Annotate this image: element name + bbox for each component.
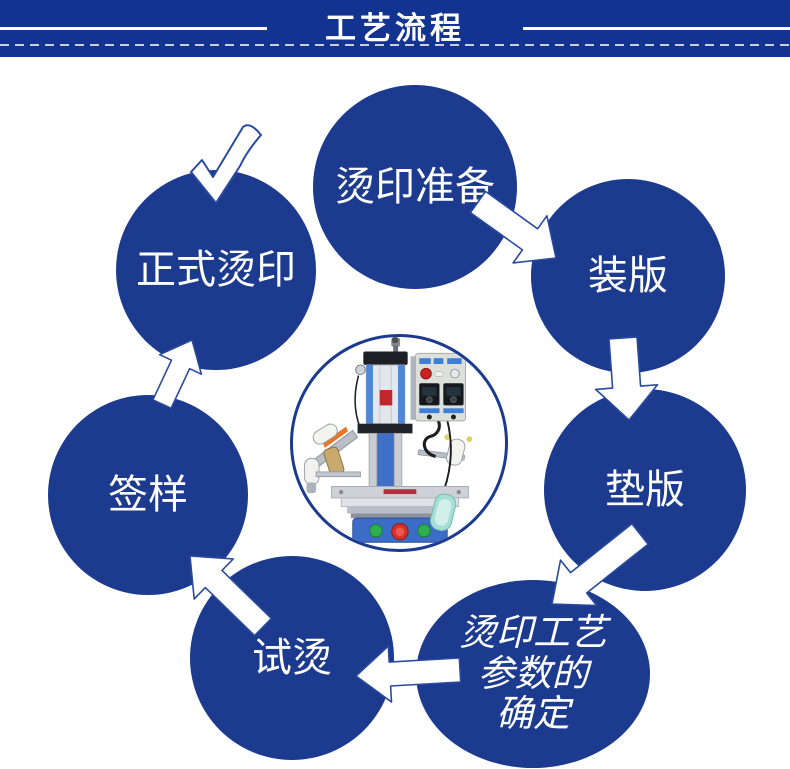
machine-work-table	[331, 485, 469, 519]
machine-green-button-left	[369, 523, 383, 538]
header-left-line	[0, 27, 267, 30]
step-circle-pad-plate: 垫版	[544, 389, 746, 591]
machine-green-button-right	[417, 523, 431, 538]
step-circle-parameters: 烫印工艺 参数的 确定	[416, 580, 650, 768]
machine-columns	[368, 432, 403, 489]
step-label-parameters-line1: 烫印工艺	[459, 610, 607, 654]
step-label-mount-plate: 装版	[588, 253, 668, 299]
step-label-pad-plate: 垫版	[605, 467, 685, 513]
step-label-prepare: 烫印准备	[335, 164, 495, 210]
step-label-parameters-line3: 确定	[496, 692, 570, 736]
machine-cylinder	[355, 337, 413, 434]
machine-photo	[304, 337, 473, 543]
step-label-sign-sample: 签样	[108, 472, 188, 518]
step-label-official-stamp: 正式烫印	[136, 247, 296, 293]
machine-foil-arm-left	[304, 423, 361, 494]
header-right-line	[523, 27, 790, 30]
step-label-trial-stamp: 试烫	[252, 635, 332, 681]
header-banner: 工艺流程	[0, 0, 790, 57]
header-dashed-divider	[0, 44, 790, 46]
step-circle-prepare: 烫印准备	[313, 85, 517, 289]
step-circle-sign-sample: 签样	[48, 395, 248, 595]
machine-red-button	[420, 367, 432, 380]
step-label-parameters-line2: 参数的	[477, 651, 589, 695]
step-circle-official-stamp: 正式烫印	[116, 170, 316, 370]
step-circle-trial-stamp: 试烫	[190, 556, 394, 760]
machine-control-panel	[410, 352, 466, 422]
machine-base	[352, 517, 448, 543]
center-machine-medallion	[290, 334, 508, 552]
step-circle-mount-plate: 装版	[531, 179, 725, 373]
machine-foot-pedal	[429, 493, 457, 532]
page-title: 工艺流程	[325, 10, 465, 47]
